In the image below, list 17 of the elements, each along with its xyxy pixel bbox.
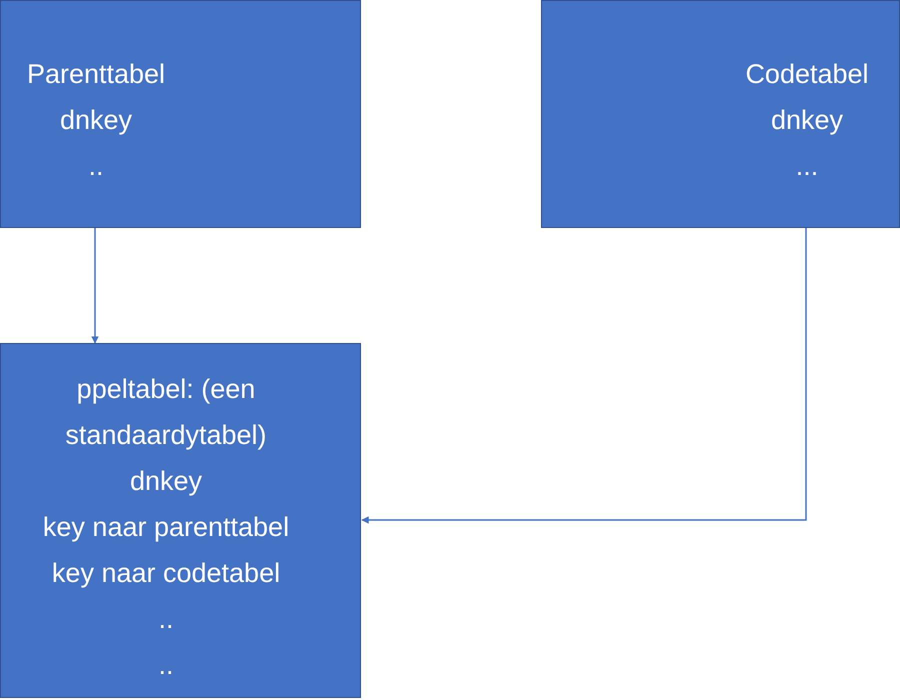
table-text: ppeltabel: (een standaardytabel) [64,373,268,452]
arrow [91,228,99,344]
table-text: ... [796,150,818,183]
table-box [0,343,361,698]
table-text: dnkey [770,104,844,137]
table-text: key naar codetabel [52,557,280,590]
arrow [361,228,807,524]
table-text: .. [158,649,174,682]
table-text: dnkey [130,465,202,498]
table-box [541,0,900,228]
table-text: Parenttabel [26,58,166,91]
table-text: Codetabel [745,58,869,91]
table-text: key naar parenttabel [42,511,290,544]
table-text: dnkey [60,104,132,137]
table-text: .. [158,603,174,636]
table-text: .. [88,150,104,183]
table-box [0,0,361,228]
